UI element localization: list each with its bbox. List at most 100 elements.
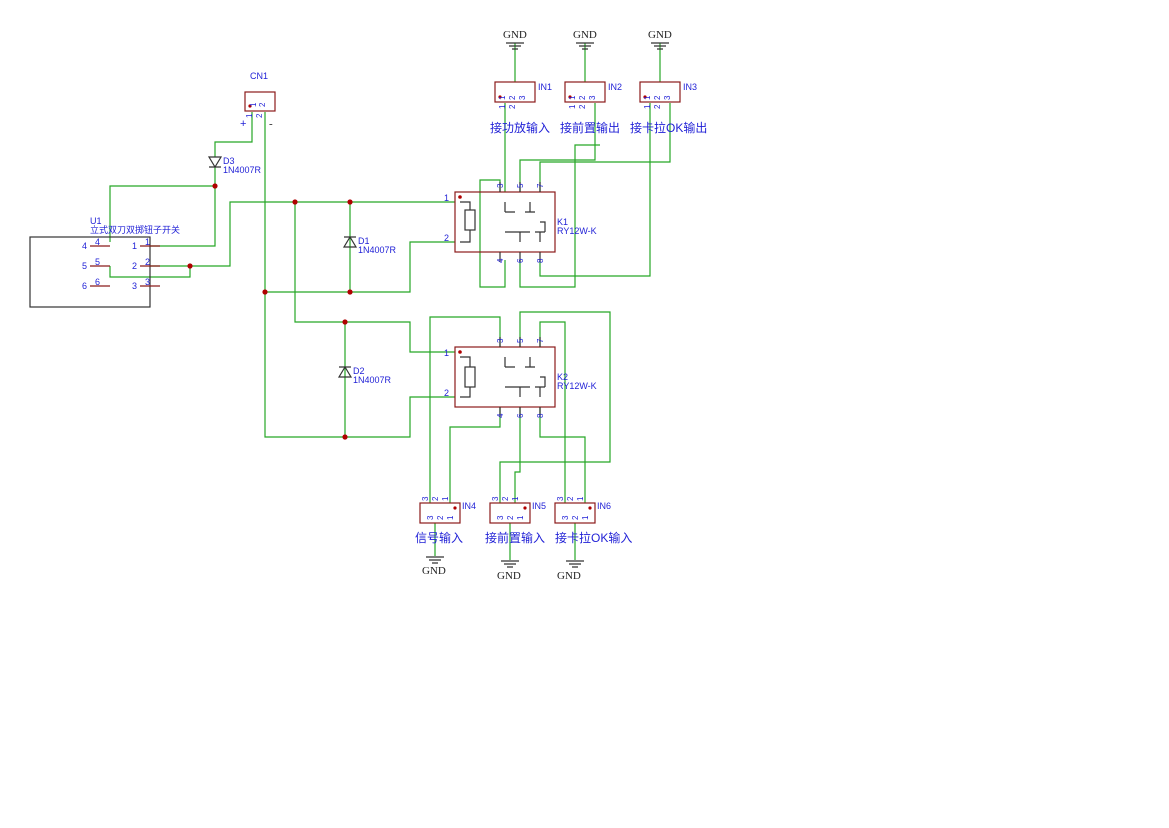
- in3-ref: IN3: [683, 82, 697, 92]
- u1-pin1-num: 1: [145, 237, 150, 247]
- svg-text:2: 2: [508, 104, 517, 109]
- svg-text:2: 2: [431, 496, 440, 501]
- k1-pin3: 3: [496, 183, 505, 188]
- svg-text:3: 3: [556, 496, 565, 501]
- k2-ref: K2: [557, 372, 568, 382]
- k1-pin5: 5: [516, 183, 525, 188]
- cn1-pin2-bottom: 2: [255, 113, 264, 118]
- svg-text:1: 1: [643, 104, 652, 109]
- gnd-symbol: GND: [503, 29, 527, 50]
- svg-text:1: 1: [441, 496, 450, 501]
- svg-text:1: 1: [498, 104, 507, 109]
- in5-label: 接前置输入: [485, 530, 545, 545]
- svg-text:1: 1: [568, 95, 577, 100]
- junctions: [187, 183, 353, 440]
- svg-text:3: 3: [588, 95, 597, 100]
- relay-k2: 1 2 3 5 7 4 6 8 K2 RY12W-K: [444, 337, 597, 418]
- svg-text:3: 3: [426, 515, 435, 520]
- in4-ref: IN4: [462, 501, 476, 511]
- connector-cn1: CN1 1 2 1 2 + -: [240, 71, 276, 130]
- gnd-symbol: GND: [573, 29, 597, 50]
- gnd-label: GND: [557, 570, 581, 582]
- connector-in5: 3 2 1 3 2 1 IN5 接前置输入: [485, 496, 546, 545]
- gnd-symbol: GND: [648, 29, 672, 50]
- in6-ref: IN6: [597, 501, 611, 511]
- cn1-pin1: 1: [249, 102, 258, 107]
- cn1-ref: CN1: [250, 71, 268, 81]
- svg-text:2: 2: [501, 496, 510, 501]
- svg-text:3: 3: [491, 496, 500, 501]
- connector-in4: 3 2 1 3 2 1 IN4 信号输入: [415, 496, 476, 545]
- u1-ref: U1: [90, 216, 102, 226]
- svg-text:1: 1: [516, 515, 525, 520]
- diode-d2: D2 1N4007R: [337, 365, 392, 385]
- k2-pin3: 3: [496, 338, 505, 343]
- svg-text:2: 2: [653, 95, 662, 100]
- svg-text:1: 1: [643, 95, 652, 100]
- d2-value: 1N4007R: [353, 375, 392, 385]
- u1-pin4-num: 4: [95, 237, 100, 247]
- k1-pin8: 8: [536, 258, 545, 263]
- junction-dot: [342, 434, 348, 440]
- k2-pin2: 2: [444, 388, 449, 398]
- d2-ref: D2: [353, 366, 365, 376]
- svg-text:3: 3: [561, 515, 570, 520]
- k1-pin2: 2: [444, 233, 449, 243]
- gnd-symbol: GND: [497, 560, 521, 582]
- svg-text:3: 3: [663, 95, 672, 100]
- svg-text:3: 3: [518, 95, 527, 100]
- junction-dot: [342, 319, 348, 325]
- svg-text:3: 3: [496, 515, 505, 520]
- diode-d3: D3 1N4007R: [207, 156, 262, 175]
- k1-pin4: 4: [496, 258, 505, 263]
- u1-pin2-label: 2: [132, 261, 137, 271]
- svg-text:2: 2: [571, 515, 580, 520]
- in2-label: 接前置输出: [560, 120, 620, 135]
- u1-pin6-label: 6: [82, 281, 87, 291]
- svg-text:2: 2: [508, 95, 517, 100]
- junction-dot: [262, 289, 268, 295]
- cn1-pin2: 2: [258, 102, 267, 107]
- k1-pin6: 6: [516, 258, 525, 263]
- in4-label: 信号输入: [415, 530, 463, 545]
- k1-pin1: 1: [444, 193, 449, 203]
- u1-pin3-label: 3: [132, 281, 137, 291]
- in2-ref: IN2: [608, 82, 622, 92]
- u1-pin2-num: 2: [145, 257, 150, 267]
- svg-text:2: 2: [566, 496, 575, 501]
- gnd-label: GND: [503, 29, 527, 41]
- relay-k1: 1 2 3 5 7 4 6 8 K1 RY12W-K: [444, 182, 597, 263]
- connector-in2: 1 2 3 1 2 IN2 接前置输出: [560, 81, 622, 135]
- k2-pin8: 8: [536, 413, 545, 418]
- connector-in3: 1 2 3 1 2 IN3 接卡拉OK输出: [630, 81, 707, 135]
- svg-text:1: 1: [576, 496, 585, 501]
- cn1-pin1-bottom: 1: [245, 113, 254, 118]
- k2-pin5: 5: [516, 338, 525, 343]
- in3-label: 接卡拉OK输出: [630, 120, 707, 135]
- svg-text:2: 2: [653, 104, 662, 109]
- svg-text:1: 1: [498, 95, 507, 100]
- gnd-label: GND: [497, 570, 521, 582]
- in1-ref: IN1: [538, 82, 552, 92]
- wires: [109, 43, 671, 560]
- switch-u1: U1 立式双刀双掷钮子开关 4 4 5 5 6 6 1 1 2 2 3 3: [29, 216, 180, 308]
- in5-ref: IN5: [532, 501, 546, 511]
- u1-pin6-num: 6: [95, 277, 100, 287]
- u1-pin4-label: 4: [82, 241, 87, 251]
- junction-dot: [347, 199, 353, 205]
- junction-dot: [347, 289, 353, 295]
- k2-pin4: 4: [496, 413, 505, 418]
- svg-text:2: 2: [578, 104, 587, 109]
- u1-name: 立式双刀双掷钮子开关: [90, 224, 180, 235]
- svg-text:2: 2: [436, 515, 445, 520]
- connector-in6: 3 2 1 3 2 1 IN6 接卡拉OK输入: [554, 496, 632, 545]
- in6-label: 接卡拉OK输入: [555, 530, 632, 545]
- svg-text:1: 1: [446, 515, 455, 520]
- gnd-symbol: GND: [422, 556, 446, 577]
- d3-value: 1N4007R: [223, 165, 262, 175]
- u1-pin1-label: 1: [132, 241, 137, 251]
- k2-pin6: 6: [516, 413, 525, 418]
- k1-value: RY12W-K: [557, 226, 597, 236]
- d1-value: 1N4007R: [358, 245, 397, 255]
- svg-text:1: 1: [511, 496, 520, 501]
